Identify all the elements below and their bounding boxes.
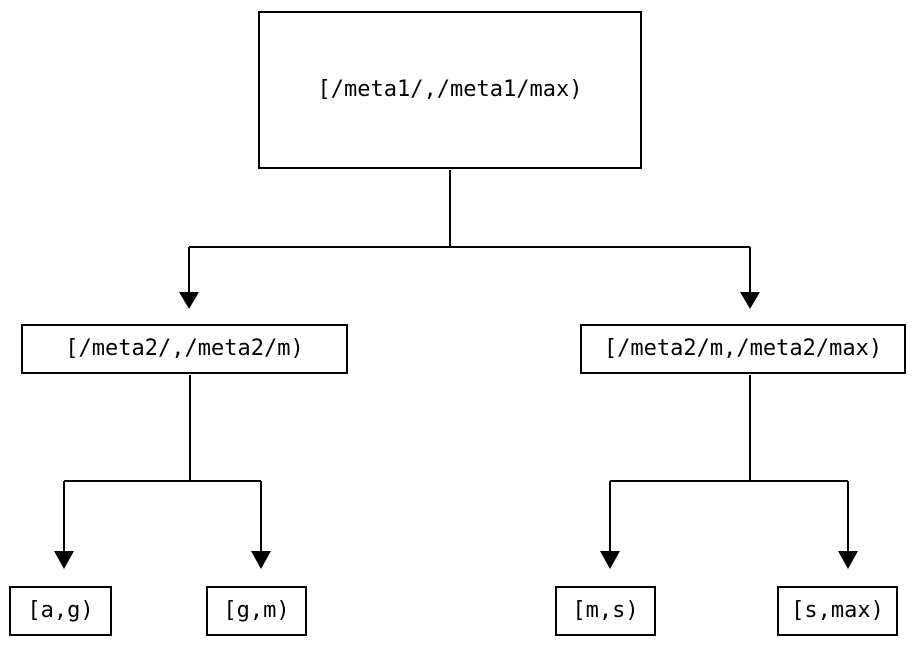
arrowhead-mid-right-to-leaf-3 xyxy=(600,551,620,569)
tree-node-leaf-3-label: [m,s) xyxy=(572,598,639,623)
tree-node-leaf-1-label: [a,g) xyxy=(27,598,94,623)
tree-node-mid-right[interactable]: [/meta2/m,/meta2/max) xyxy=(580,324,906,374)
tree-node-mid-left-label: [/meta2/,/meta2/m) xyxy=(65,336,304,361)
tree-node-leaf-3[interactable]: [m,s) xyxy=(555,586,656,636)
arrowhead-mid-left-to-leaf-2 xyxy=(251,551,271,569)
arrowhead-root-to-mid-right xyxy=(740,292,760,309)
arrowhead-mid-left-to-leaf-1 xyxy=(54,551,74,569)
tree-node-leaf-4[interactable]: [s,max) xyxy=(777,586,898,636)
tree-node-root[interactable]: [/meta1/,/meta1/max) xyxy=(258,11,642,169)
tree-node-leaf-2-label: [g,m) xyxy=(223,598,290,623)
arrowhead-mid-right-to-leaf-4 xyxy=(838,551,858,569)
tree-node-leaf-4-label: [s,max) xyxy=(791,598,884,623)
tree-node-leaf-2[interactable]: [g,m) xyxy=(206,586,307,636)
tree-node-mid-right-label: [/meta2/m,/meta2/max) xyxy=(603,336,883,361)
tree-node-leaf-1[interactable]: [a,g) xyxy=(9,586,112,636)
arrowhead-root-to-mid-left xyxy=(179,292,199,309)
tree-node-mid-left[interactable]: [/meta2/,/meta2/m) xyxy=(21,324,348,374)
tree-node-root-label: [/meta1/,/meta1/max) xyxy=(317,77,583,102)
